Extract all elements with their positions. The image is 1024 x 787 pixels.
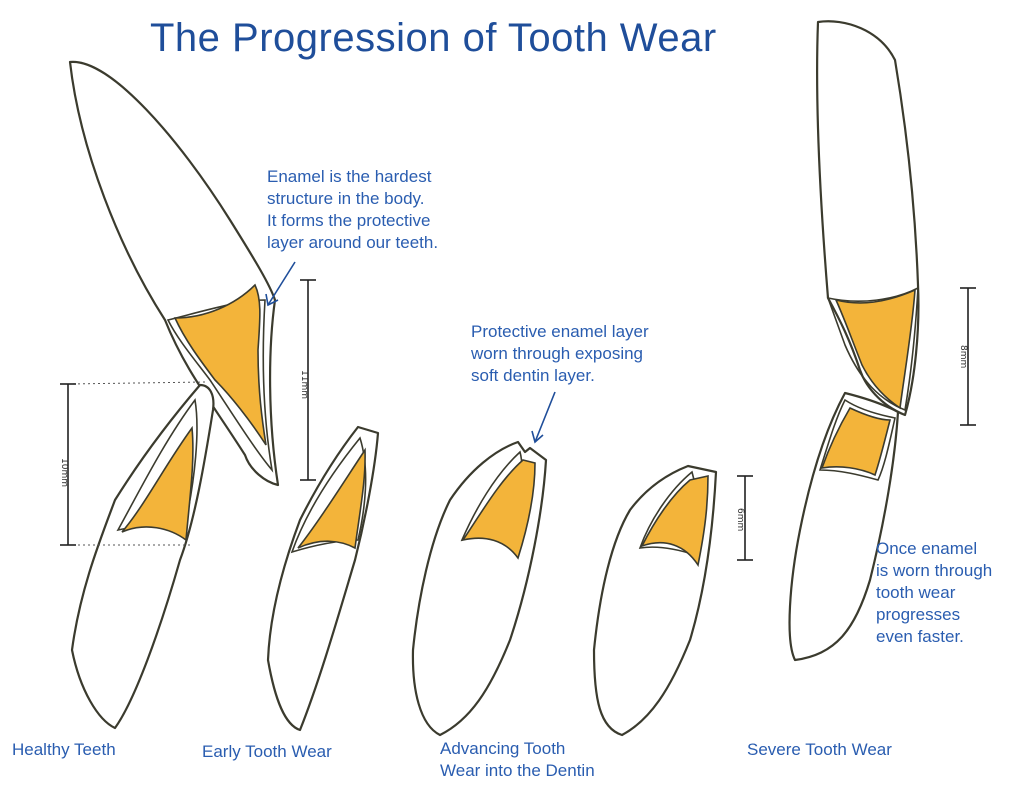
- advancing-measurement-bracket: 6mm: [735, 475, 753, 561]
- advancing-wear-tooth: [411, 440, 548, 737]
- page-title: The Progression of Tooth Wear: [150, 16, 717, 60]
- stage-label-severe: Severe Tooth Wear: [747, 740, 892, 759]
- dentin-note: Protective enamel layer worn through exp…: [471, 321, 649, 387]
- severe-measurement-label: 8mm: [958, 345, 968, 368]
- faster-note-line: even faster.: [876, 627, 964, 646]
- upper-measurement-label: 11mm: [299, 370, 309, 399]
- dentin-note-line: soft dentin layer.: [471, 366, 595, 385]
- lower-measurement-label: 10mm: [59, 458, 69, 487]
- faster-note: Once enamel is worn through tooth wear p…: [876, 538, 992, 648]
- dentin-note-line: worn through exposing: [471, 344, 644, 363]
- enamel-arrow: [265, 261, 296, 307]
- advancing-measurement-label: 6mm: [735, 508, 745, 531]
- faster-note-line: tooth wear: [876, 583, 956, 602]
- stage-label-advancing: Advancing Tooth Wear into the Dentin: [440, 738, 595, 782]
- enamel-note-line: Enamel is the hardest: [267, 167, 432, 186]
- stage-label-healthy: Healthy Teeth: [12, 740, 116, 759]
- healthy-upper-tooth: [68, 60, 280, 487]
- dentin-note-line: Protective enamel layer: [471, 322, 649, 341]
- worn-dentin-tooth: [592, 464, 718, 737]
- enamel-note: Enamel is the hardest structure in the b…: [267, 166, 438, 254]
- severe-measurement-bracket: 8mm: [958, 287, 976, 426]
- faster-note-line: Once enamel: [876, 539, 978, 558]
- enamel-note-line: layer around our teeth.: [267, 233, 439, 252]
- enamel-note-line: It forms the protective: [267, 211, 431, 230]
- early-wear-tooth: [266, 425, 380, 732]
- faster-note-line: is worn through: [876, 561, 993, 580]
- lower-measurement-bracket: 10mm: [59, 381, 206, 546]
- healthy-lower-tooth: [70, 383, 215, 730]
- stage-label-advancing-line: Advancing Tooth: [440, 739, 566, 758]
- stage-label-advancing-line: Wear into the Dentin: [440, 761, 595, 780]
- enamel-note-line: structure in the body.: [267, 189, 425, 208]
- stage-label-early: Early Tooth Wear: [202, 742, 332, 761]
- severe-upper-tooth: [816, 20, 920, 417]
- upper-measurement-bracket: 11mm: [299, 279, 316, 481]
- dentin-arrow: [531, 391, 556, 444]
- faster-note-line: progresses: [876, 605, 961, 624]
- severe-lower-tooth: [788, 391, 900, 662]
